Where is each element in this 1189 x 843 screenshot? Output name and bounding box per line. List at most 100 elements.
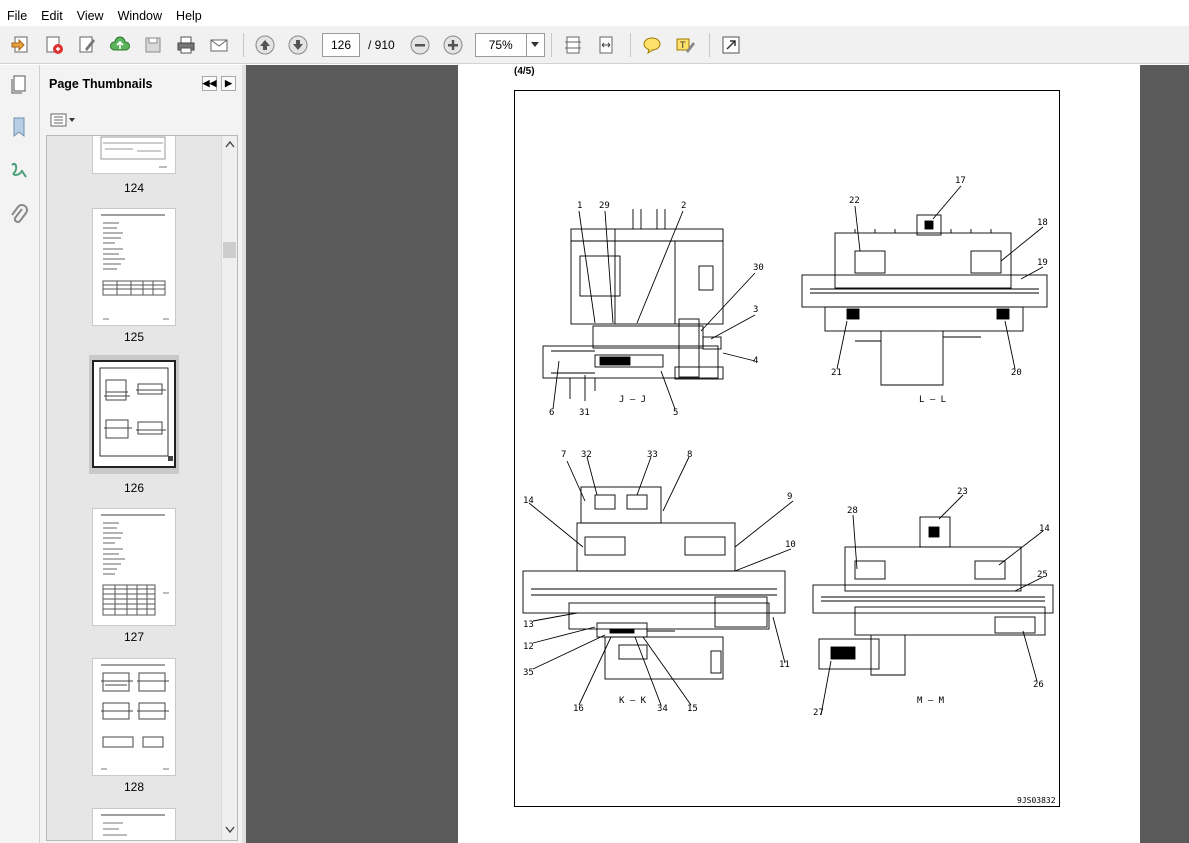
thumbnail-options-button[interactable]	[50, 111, 76, 129]
panel-title: Page Thumbnails	[49, 77, 153, 91]
callout-label: 10	[785, 540, 796, 550]
chevron-down-icon	[531, 41, 540, 47]
edit-pdf-button[interactable]	[72, 30, 102, 60]
save-icon	[145, 37, 161, 52]
create-pdf-button[interactable]	[39, 30, 69, 60]
fullscreen-button[interactable]	[716, 30, 746, 60]
callout-label: 19	[1037, 258, 1048, 268]
upload-button[interactable]	[105, 30, 135, 60]
callout-label: 9	[787, 492, 792, 502]
scrollbar-thumb[interactable]	[223, 242, 236, 258]
callout-label: 16	[573, 704, 584, 714]
bookmarks-tab[interactable]	[8, 115, 30, 142]
options-list-icon	[50, 113, 75, 127]
thumbnail-page-124[interactable]	[92, 136, 176, 174]
document-view[interactable]: (4/5)	[246, 65, 1189, 843]
view-label: K – K	[619, 696, 647, 706]
email-button[interactable]	[204, 30, 234, 60]
panel-splitter[interactable]	[242, 65, 246, 843]
fit-width-icon	[599, 36, 613, 53]
toolbar-separator	[629, 32, 631, 57]
thumbnail-label: 127	[123, 630, 145, 644]
edit-pdf-icon	[79, 36, 95, 52]
callout-label: 11	[779, 660, 790, 670]
callout-label: 14	[523, 496, 534, 506]
print-button[interactable]	[171, 30, 201, 60]
callout-label: 5	[673, 408, 678, 418]
comment-icon	[643, 37, 661, 54]
callout-label: 31	[579, 408, 590, 418]
callout-label: 21	[831, 368, 842, 378]
callout-label: 1	[577, 201, 582, 211]
signatures-tab[interactable]	[8, 159, 30, 186]
svg-text:T: T	[679, 41, 686, 51]
zoom-out-button[interactable]	[405, 30, 435, 60]
paperclip-icon	[11, 204, 28, 223]
next-page-button[interactable]	[283, 30, 313, 60]
fit-width-button[interactable]	[591, 30, 621, 60]
thumbnail-label: 125	[123, 330, 145, 344]
zoom-out-icon	[410, 35, 430, 54]
hydraulic-valve-drawing: 1 29 2 30 3 4 5 31 6 J – J 17 22 18 19 2…	[522, 176, 1056, 805]
view-label: M – M	[917, 696, 945, 706]
fit-page-icon	[564, 36, 581, 53]
zoom-dropdown[interactable]	[526, 32, 545, 57]
collapse-panel-button[interactable]: ◀◀	[202, 76, 217, 91]
thumbnail-scrollbar[interactable]	[221, 136, 237, 840]
save-button[interactable]	[138, 30, 168, 60]
menu-bar: File Edit View Window Help	[0, 6, 1189, 26]
arrow-down-icon	[288, 35, 308, 54]
open-file-button[interactable]	[6, 30, 36, 60]
callout-label: 26	[1033, 680, 1044, 690]
callout-label: 4	[753, 356, 758, 366]
expand-icon	[722, 36, 740, 53]
toolbar-separator	[243, 32, 244, 57]
page-thumbnails-tab[interactable]	[8, 73, 30, 98]
menu-view[interactable]: View	[76, 9, 104, 23]
callout-label: 2	[681, 201, 686, 211]
fit-page-button[interactable]	[558, 30, 588, 60]
menu-file[interactable]: File	[7, 9, 28, 23]
zoom-in-button[interactable]	[438, 30, 468, 60]
menu-help[interactable]: Help	[176, 9, 202, 23]
open-file-icon	[11, 36, 28, 52]
callout-label: 3	[753, 305, 758, 315]
zoom-in-icon	[443, 35, 463, 54]
panel-header: Page Thumbnails ◀◀ ▶	[40, 65, 242, 103]
window-titlebar	[0, 0, 1189, 6]
previous-page-button[interactable]	[250, 30, 280, 60]
highlight-button[interactable]: T	[670, 30, 700, 60]
callout-label: 27	[813, 708, 824, 718]
attachments-tab[interactable]	[8, 203, 30, 230]
panel-expand-button[interactable]: ▶	[221, 76, 236, 91]
bookmark-icon	[13, 117, 25, 138]
callout-label: 14	[1039, 524, 1050, 534]
thumbnail-page-128[interactable]	[92, 658, 176, 776]
chevron-up-icon	[225, 140, 235, 148]
thumbnail-page-126[interactable]	[92, 360, 176, 468]
cloud-upload-icon	[110, 36, 130, 50]
highlight-icon: T	[676, 38, 695, 53]
thumbnail-page-127[interactable]	[92, 508, 176, 626]
comment-button[interactable]	[637, 30, 667, 60]
callout-label: 35	[523, 668, 534, 678]
signature-icon	[11, 163, 27, 178]
zoom-input[interactable]: 75%	[474, 32, 527, 57]
callout-label: 22	[849, 196, 860, 206]
thumbnail-page-129[interactable]	[92, 808, 176, 840]
callout-label: 23	[957, 487, 968, 497]
callout-label: 34	[657, 704, 668, 714]
callout-label: 29	[599, 201, 610, 211]
thumbnail-label: 124	[123, 181, 145, 195]
figure-id: 9JS03832	[1017, 796, 1056, 805]
document-page: (4/5)	[458, 65, 1140, 843]
menu-edit[interactable]: Edit	[41, 9, 63, 23]
arrow-up-icon	[255, 35, 275, 54]
toolbar: 126 / 910 75% T	[0, 26, 1189, 64]
thumbnail-page-125[interactable]	[92, 208, 176, 326]
callout-label: 13	[523, 620, 534, 630]
callout-label: 8	[687, 450, 692, 460]
menu-window[interactable]: Window	[117, 9, 163, 23]
toolbar-separator	[550, 32, 552, 57]
page-number-input[interactable]: 126	[322, 32, 360, 57]
